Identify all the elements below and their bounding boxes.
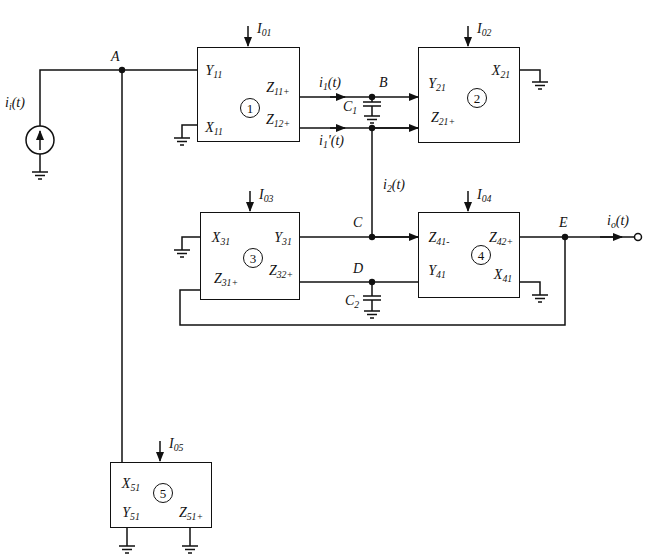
subscript: 03 (264, 193, 274, 204)
signal-label: i2(t) (382, 178, 406, 193)
subscript: i (9, 101, 12, 112)
signal-label: C1 (342, 100, 358, 115)
terminal-name: X51 (122, 477, 140, 491)
subscript: 41 (436, 269, 446, 280)
signal-label: I03 (258, 188, 274, 203)
signal-label: i1(t) (318, 76, 342, 91)
active-block: X51Y51 Z51+ 5 (110, 462, 212, 528)
terminal-name: X41 (494, 268, 512, 282)
subscript: 51 (130, 482, 140, 493)
active-block: X31 Y31Z31+ Z32+ 3 (200, 212, 300, 300)
terminal-name: Z12+ (266, 113, 290, 127)
subscript: 01 (262, 27, 272, 38)
terminal-name: Z32+ (269, 264, 293, 278)
signal-wire (110, 70, 197, 483)
block-number: 4 (471, 245, 491, 265)
active-block: Y11X11 Z11+ Z12+ 1 (197, 47, 300, 142)
subscript: 1 (323, 139, 328, 150)
terminal-name: Z41- (429, 231, 450, 245)
subscript: 1 (352, 105, 357, 116)
subscript: 21 (436, 82, 446, 93)
terminal-name: Y11 (206, 64, 223, 78)
node-name: C (352, 216, 363, 231)
terminal-name: Y51 (122, 506, 140, 520)
terminal-name: Z11+ (266, 81, 289, 95)
subscript: 2 (387, 183, 392, 194)
terminal-name: Y41 (428, 264, 446, 278)
current-source (26, 126, 54, 154)
terminal-name: X11 (205, 121, 223, 135)
signal-label: I04 (476, 188, 492, 203)
subscript: 1 (323, 81, 328, 92)
terminal-name: Z42+ (489, 231, 513, 245)
signal-label: ii(t) (4, 96, 26, 111)
terminal-name: X31 (212, 231, 230, 245)
node-name: B (378, 76, 389, 91)
terminal-name: Z31+ (214, 272, 238, 286)
terminal-name: X21 (492, 64, 510, 78)
block-number: 1 (240, 98, 260, 118)
node-name: D (352, 262, 364, 277)
subscript: 11+ (274, 86, 290, 97)
subscript: 51+ (187, 511, 203, 522)
signal-wire (300, 96, 418, 98)
terminal-name: Z51+ (179, 506, 203, 520)
terminal-name: Z21+ (431, 111, 455, 125)
block-number: 3 (243, 248, 263, 268)
subscript: 31+ (222, 277, 238, 288)
subscript: 05 (174, 442, 184, 453)
subscript: 11 (214, 126, 223, 137)
subscript: 21+ (439, 116, 455, 127)
active-block: Y21 X21Z21+ 2 (418, 47, 520, 143)
block-number: 5 (153, 483, 173, 503)
signal-wire (300, 236, 418, 238)
subscript: 2 (354, 299, 359, 310)
signal-label: io(t) (606, 214, 630, 229)
signal-label: i1'(t) (318, 134, 345, 149)
node-name: E (558, 216, 569, 231)
subscript: 32+ (277, 269, 293, 280)
subscript: 21 (500, 69, 510, 80)
subscript: 41 (502, 273, 512, 284)
capacitor-c2 (363, 282, 381, 305)
node-name: A (110, 50, 121, 65)
terminal-name: Y21 (428, 77, 446, 91)
subscript: 04 (482, 193, 492, 204)
subscript: o (611, 219, 616, 230)
active-block: Z41- Z42+ Y41 X414 (418, 212, 520, 298)
signal-label: I02 (476, 22, 492, 37)
terminal-name: Y31 (274, 231, 292, 245)
subscript: 51 (130, 511, 140, 522)
subscript: 41- (436, 236, 449, 247)
signal-wire (300, 281, 418, 283)
signal-wire (372, 128, 418, 237)
signal-label: I05 (168, 437, 184, 452)
subscript: 02 (482, 27, 492, 38)
subscript: 31 (282, 236, 292, 247)
subscript: 42+ (497, 236, 513, 247)
signal-label: C2 (344, 294, 360, 309)
signal-label: I01 (256, 22, 272, 37)
block-number: 2 (467, 88, 487, 108)
subscript: 11 (213, 69, 222, 80)
subscript: 31 (220, 236, 230, 247)
subscript: 12+ (274, 118, 290, 129)
